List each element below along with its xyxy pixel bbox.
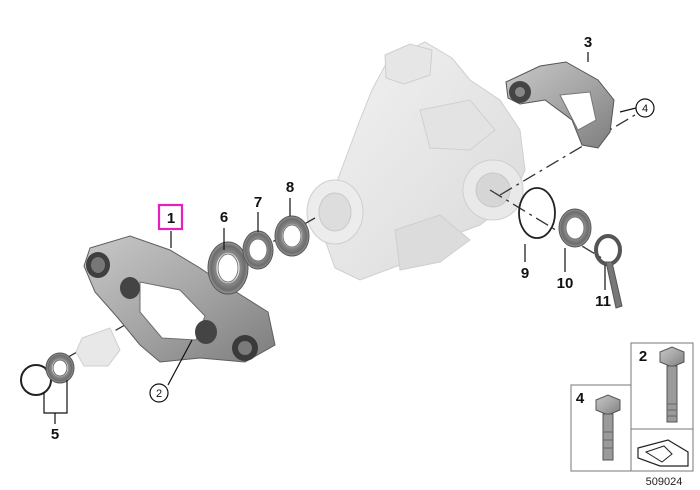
shaft-seal-6 bbox=[207, 241, 249, 295]
bolt-2-icon bbox=[659, 346, 685, 423]
callout-4-circled: 4 bbox=[642, 103, 648, 115]
diagram-reference-number: 509024 bbox=[646, 476, 683, 488]
legend-part-2-label: 2 bbox=[639, 348, 647, 365]
mounting-bracket-3 bbox=[505, 61, 615, 149]
spacer-ring-7 bbox=[242, 230, 274, 270]
callout-11: 11 bbox=[595, 293, 611, 310]
callout-10: 10 bbox=[557, 275, 574, 292]
callout-labels: 1 3 5 6 7 8 9 10 11 2 4 bbox=[51, 34, 655, 443]
callout-7: 7 bbox=[254, 194, 262, 211]
shaft-seal-8 bbox=[274, 215, 310, 257]
callout-3: 3 bbox=[584, 34, 592, 51]
callout-6: 6 bbox=[220, 209, 228, 226]
bush-and-o-ring bbox=[20, 327, 121, 396]
washer-shape-icon bbox=[637, 439, 689, 467]
callout-1: 1 bbox=[167, 210, 175, 227]
differential-housing-ghost bbox=[306, 41, 526, 281]
axle-carrier-bracket bbox=[83, 235, 276, 363]
bolt-4-icon bbox=[595, 394, 621, 461]
shaft-seal-10 bbox=[558, 208, 592, 248]
fastener-legend: 4 2 509024 bbox=[570, 342, 694, 488]
leader-lines bbox=[43, 52, 637, 424]
retaining-clip-11 bbox=[594, 234, 623, 309]
callout-5: 5 bbox=[51, 426, 59, 443]
legend-part-4-label: 4 bbox=[576, 390, 585, 407]
o-ring-9 bbox=[518, 187, 556, 239]
callout-9: 9 bbox=[521, 265, 529, 282]
callout-8: 8 bbox=[286, 179, 294, 196]
callout-2-circled: 2 bbox=[156, 388, 162, 400]
callout-1-highlight bbox=[157, 203, 184, 231]
